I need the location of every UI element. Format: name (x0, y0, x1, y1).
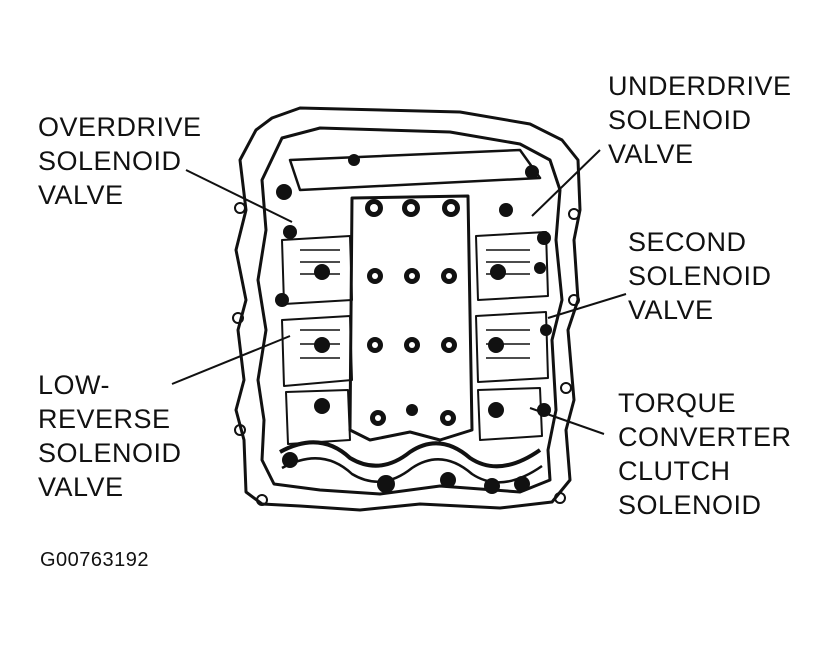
underdrive-solenoid-valve-label: UNDERDRIVE SOLENOID VALVE (608, 71, 792, 169)
underdrive-leader (531, 149, 601, 217)
bottom-band (279, 440, 542, 469)
second-leader (547, 293, 627, 319)
torque-converter-clutch-solenoid-label: TORQUE CONVERTER CLUTCH SOLENOID (618, 388, 792, 520)
top-manifold (288, 148, 542, 192)
low-reverse-leader (171, 335, 291, 385)
overdrive-solenoid-valve-label: OVERDRIVE SOLENOID VALVE (38, 112, 202, 210)
second-solenoid-valve-label: SECOND SOLENOID VALVE (628, 227, 772, 325)
center-plate (348, 194, 474, 442)
figure-id: G00763192 (40, 549, 150, 571)
valve-body-outline (256, 126, 564, 496)
leader-lines (171, 149, 627, 435)
low-reverse-solenoid-valve-label: LOW- REVERSE SOLENOID VALVE (38, 370, 182, 502)
center-plate-bolts (365, 199, 460, 426)
overdrive-leader (185, 169, 293, 223)
pan-gasket-outline (234, 106, 582, 512)
torque-converter-leader (529, 407, 605, 435)
